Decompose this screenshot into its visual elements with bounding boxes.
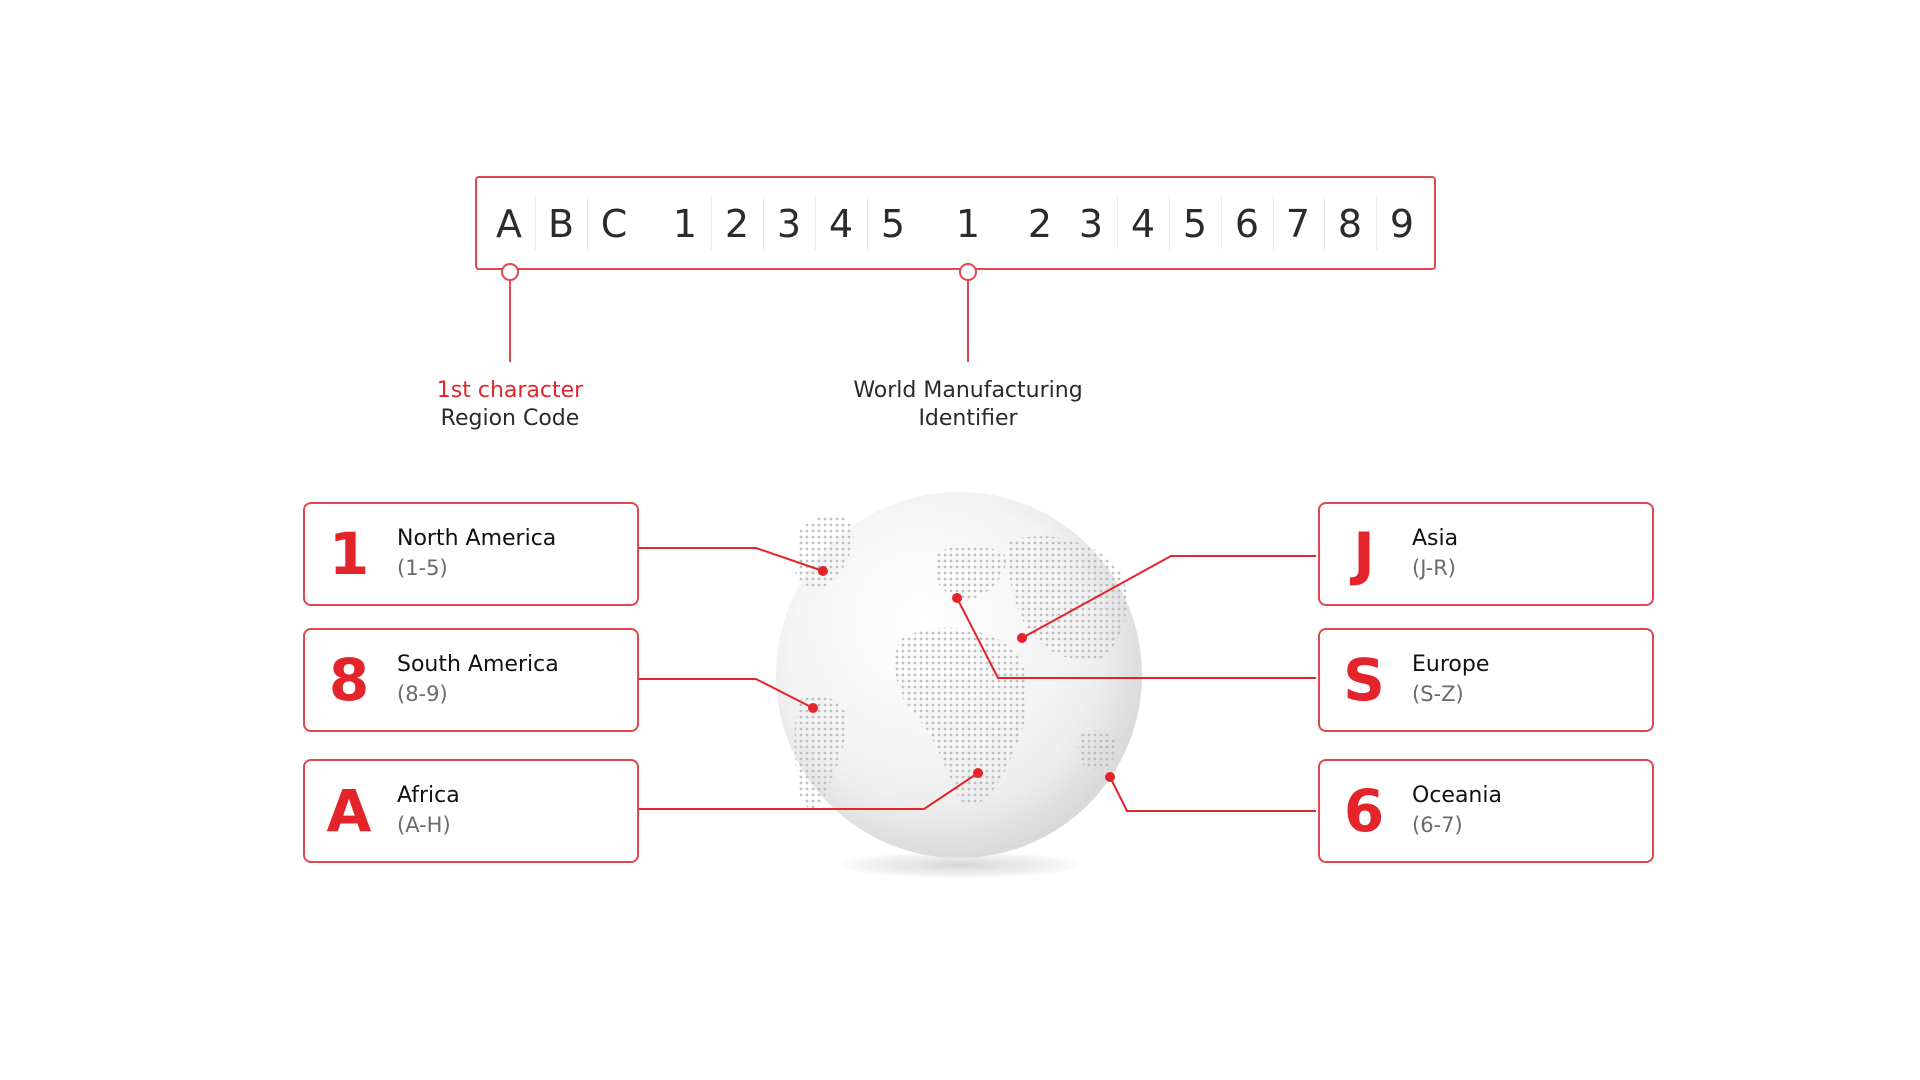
europe-leader [956,597,1316,679]
vin-char-15: 7 [1285,202,1311,246]
vin-divider [867,196,868,250]
region-name: Europe [1412,652,1490,677]
north-america-dot [818,566,828,576]
region-name: South America [397,652,559,677]
vin-divider [535,196,536,250]
region-name: North America [397,526,557,551]
africa-dot [973,768,983,778]
south-america-dot [808,703,818,713]
region-range: (S-Z) [1412,682,1464,706]
vin-divider [1169,196,1170,250]
oceania-leader [1109,776,1316,812]
north-america-leader [639,547,824,572]
vin-divider [763,196,764,250]
region-card-africa: A Africa (A-H) [303,759,639,863]
vin-divider [711,196,712,250]
continent-shapes [794,515,1128,809]
region-card-oceania: 6 Oceania (6-7) [1318,759,1654,863]
vin-divider [1376,196,1377,250]
vin-char-17: 9 [1389,202,1415,246]
vin-char-1: A [496,202,522,246]
region-code-marker [501,263,519,281]
wmi-marker [959,263,977,281]
vin-divider [815,196,816,250]
region-code-letter: 8 [328,646,370,714]
region-code-letter: A [326,777,372,845]
europe-dot [952,593,962,603]
region-code-connector [509,280,511,362]
region-code-accent-text: 1st character [436,378,584,403]
vin-char-9: 1 [955,202,981,246]
region-card-south-america: 8 South America (8-9) [303,628,639,732]
region-range: (8-9) [397,682,448,706]
vin-char-7: 4 [828,202,854,246]
region-code-letter: 1 [328,520,370,588]
region-code-letter: J [1353,520,1375,588]
vin-divider [1221,196,1222,250]
vin-char-14: 6 [1234,202,1260,246]
vin-char-3: C [600,202,628,246]
africa-shape [895,627,1028,806]
vin-char-16: 8 [1337,202,1363,246]
vin-char-13: 5 [1182,202,1208,246]
region-name: Oceania [1412,783,1502,808]
vin-char-5: 2 [724,202,750,246]
europe-shape [935,544,1006,599]
asia-dot [1017,633,1027,643]
asia-shape [1008,536,1128,661]
region-name: Africa [397,783,460,808]
africa-leader [639,772,979,810]
vin-divider [1273,196,1274,250]
south-america-shape [794,694,847,809]
vin-divider [587,196,588,250]
region-range: (J-R) [1412,556,1456,580]
wmi-line-1: World Manufacturing [853,378,1083,403]
oceania-dot [1105,772,1115,782]
region-range: (6-7) [1412,813,1463,837]
vin-char-4: 1 [672,202,698,246]
vin-code-box [475,176,1436,270]
vin-char-11: 3 [1078,202,1104,246]
region-code-text: Region Code [440,406,580,431]
region-card-north-america: 1 North America (1-5) [303,502,639,606]
north-america-shape [795,515,855,588]
south-america-leader [639,678,814,709]
vin-char-8: 5 [880,202,906,246]
vin-divider [1117,196,1118,250]
region-card-europe: S Europe (S-Z) [1318,628,1654,732]
wmi-connector [967,280,969,362]
region-code-label: 1st character Region Code [437,377,583,433]
region-name: Asia [1412,526,1459,551]
region-card-asia: J Asia (J-R) [1318,502,1654,606]
vin-char-10: 2 [1027,202,1053,246]
wmi-label: World Manufacturing Identifier [853,377,1082,433]
region-range: (1-5) [397,556,448,580]
vin-char-12: 4 [1130,202,1156,246]
vin-divider [1324,196,1325,250]
region-range: (A-H) [397,813,451,837]
vin-char-2: B [547,202,575,246]
region-code-letter: 6 [1343,777,1385,845]
oceania-shape [1077,729,1118,771]
wmi-line-2: Identifier [918,406,1018,431]
region-code-letter: S [1343,646,1385,714]
vin-char-6: 3 [776,202,802,246]
asia-leader [1021,555,1316,639]
